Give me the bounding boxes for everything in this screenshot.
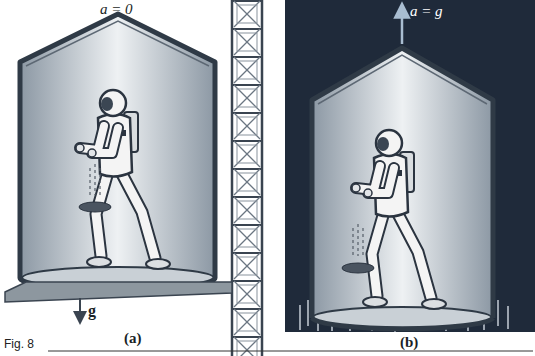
caption-rule <box>48 351 533 352</box>
acceleration-arrow <box>401 10 404 44</box>
acceleration-label: a = 0 <box>100 1 133 18</box>
falling-disk <box>79 164 111 212</box>
space-background <box>285 0 535 332</box>
gravity-arrow <box>79 298 81 318</box>
astronaut <box>76 90 170 269</box>
shelf <box>5 282 232 302</box>
silo-a <box>20 14 215 290</box>
figure-caption: Fig. 8 <box>4 338 34 351</box>
acceleration-label: a = g <box>410 3 443 20</box>
falling-disk <box>342 224 374 273</box>
gravity-label: g <box>88 302 96 320</box>
panel-label: (b) <box>400 334 418 351</box>
silo-b <box>312 48 493 329</box>
panel-label: (a) <box>124 330 142 347</box>
tower <box>232 0 262 356</box>
astronaut <box>352 130 446 309</box>
